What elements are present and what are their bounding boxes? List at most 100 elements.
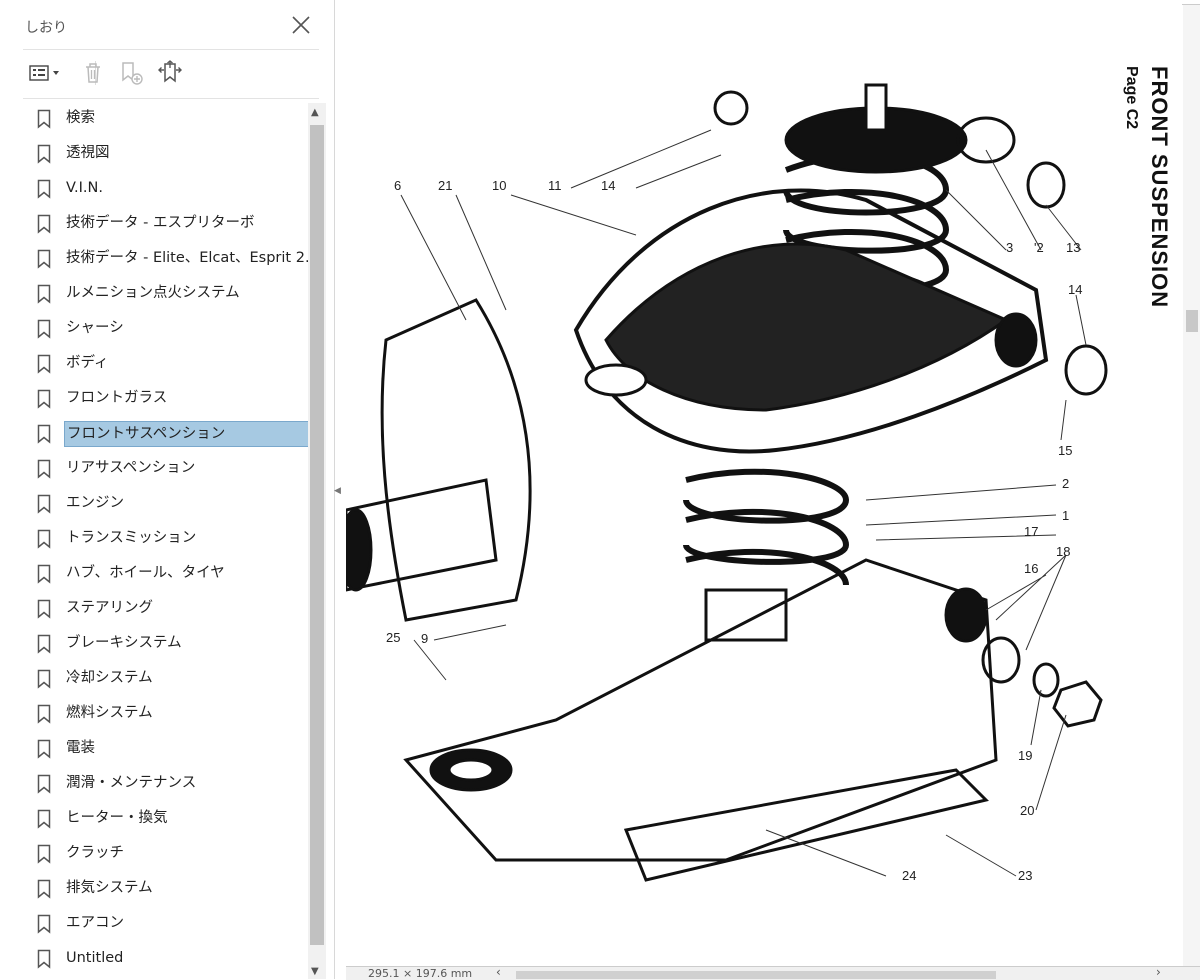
document-page: 6 21 10 11 14 3 '2 13 14 15 2 1 17 18 16… <box>346 0 1182 970</box>
callout-13: 13 <box>1066 240 1080 255</box>
bookmark-label: 燃料システム <box>66 705 153 721</box>
bookmark-label: Untitled <box>66 950 124 966</box>
bookmark-item[interactable]: ステアリング <box>24 593 308 624</box>
bookmark-toolbar <box>25 58 315 88</box>
divider <box>23 98 319 99</box>
trash-icon <box>86 63 100 83</box>
bookmark-expand-icon <box>158 60 182 83</box>
callout-1: 1 <box>1062 508 1069 523</box>
callout-14a: 14 <box>601 178 615 193</box>
bookmark-item[interactable]: リアサスペンション <box>24 453 308 484</box>
list-options-icon <box>29 65 59 81</box>
bookmark-label: ブレーキシステム <box>66 635 182 651</box>
bookmark-item[interactable]: ブレーキシステム <box>24 628 308 659</box>
bookmark-item[interactable]: 検索 <box>24 103 308 134</box>
bookmark-item[interactable]: ヒーター・換気 <box>24 803 308 834</box>
bookmark-icon <box>37 319 51 343</box>
bookmark-item[interactable]: Untitled <box>24 943 308 974</box>
bookmark-label: シャーシ <box>66 320 124 336</box>
bookmark-item[interactable]: フロントサスペンション <box>24 418 308 449</box>
callout-14b: 14 <box>1068 282 1082 297</box>
panel-title: しおり <box>25 20 67 36</box>
bookmark-item[interactable]: ハブ、ホイール、タイヤ <box>24 558 308 589</box>
scroll-right-icon[interactable]: › <box>1156 965 1161 979</box>
bookmark-label: ルメニション点火システム <box>66 285 240 301</box>
expand-bookmark-button[interactable] <box>155 58 185 88</box>
divider <box>23 49 319 50</box>
bookmark-item[interactable]: 冷却システム <box>24 663 308 694</box>
callout-19: 19 <box>1018 748 1032 763</box>
bookmark-item[interactable]: エンジン <box>24 488 308 519</box>
scroll-up-icon[interactable]: ▲ <box>311 107 319 118</box>
bookmark-icon <box>37 529 51 553</box>
bookmark-label: V.I.N. <box>66 180 104 196</box>
delete-button[interactable] <box>81 58 105 88</box>
collapse-panel-icon[interactable]: ◀ <box>334 486 341 496</box>
scroll-left-icon[interactable]: ‹ <box>496 965 501 979</box>
options-menu-button[interactable] <box>25 58 65 88</box>
bookmark-icon <box>37 424 51 448</box>
bookmark-icon <box>37 389 51 413</box>
callout-16: 16 <box>1024 561 1038 576</box>
bookmark-item[interactable]: クラッチ <box>24 838 308 869</box>
scrollbar-thumb[interactable] <box>1186 310 1198 332</box>
close-icon[interactable] <box>290 14 312 36</box>
bookmark-icon <box>37 879 51 903</box>
bookmark-label: 技術データ - エスプリターボ <box>66 215 255 231</box>
callout-2a: '2 <box>1034 240 1044 255</box>
scroll-down-icon[interactable]: ▼ <box>311 966 319 977</box>
bookmark-item[interactable]: V.I.N. <box>24 173 308 204</box>
bookmark-item[interactable]: 潤滑・メンテナンス <box>24 768 308 799</box>
bookmark-scrollbar[interactable]: ▲ ▼ <box>308 103 326 979</box>
bookmark-item[interactable]: 電装 <box>24 733 308 764</box>
bookmark-icon <box>37 354 51 378</box>
bookmark-icon <box>37 599 51 623</box>
callout-2b: 2 <box>1062 476 1069 491</box>
page-size-label: 295.1 × 197.6 mm <box>368 967 473 980</box>
bookmark-label: フロントガラス <box>66 390 168 406</box>
bookmark-item[interactable]: 燃料システム <box>24 698 308 729</box>
bookmark-item[interactable]: シャーシ <box>24 313 308 344</box>
bookmark-label: ステアリング <box>66 600 153 616</box>
bookmark-item[interactable]: 技術データ - Elite、Elcat、Esprit 2.2 <box>24 243 308 274</box>
bookmark-item[interactable]: エアコン <box>24 908 308 939</box>
bookmark-item[interactable]: フロントガラス <box>24 383 308 414</box>
bookmark-label: ハブ、ホイール、タイヤ <box>66 565 225 581</box>
bookmark-label: ボディ <box>66 355 109 371</box>
bookmark-item[interactable]: ルメニション点火システム <box>24 278 308 309</box>
callout-23: 23 <box>1018 868 1032 883</box>
bookmark-item[interactable]: 透視図 <box>24 138 308 169</box>
bookmark-icon <box>37 809 51 833</box>
bookmark-label: クラッチ <box>66 845 124 861</box>
bookmark-label: 技術データ - Elite、Elcat、Esprit 2.2 <box>66 250 308 266</box>
bookmark-item[interactable]: ボディ <box>24 348 308 379</box>
bookmark-icon <box>37 914 51 938</box>
callout-24: 24 <box>902 868 916 883</box>
horizontal-scrollbar-thumb[interactable] <box>516 971 996 979</box>
suspension-exploded-diagram: 6 21 10 11 14 3 '2 13 14 15 2 1 17 18 16… <box>346 83 1108 883</box>
bookmark-label: トランスミッション <box>66 530 197 546</box>
callout-18: 18 <box>1056 544 1070 559</box>
bookmark-item[interactable]: トランスミッション <box>24 523 308 554</box>
bookmark-icon <box>37 564 51 588</box>
document-scrollbar[interactable] <box>1183 5 1200 970</box>
page-heading: FRONT SUSPENSION <box>1147 66 1172 309</box>
bookmark-icon <box>37 214 51 238</box>
callout-17: 17 <box>1024 524 1038 539</box>
bookmark-label: 透視図 <box>66 145 110 161</box>
bookmark-icon <box>37 739 51 763</box>
bookmark-icon <box>37 669 51 693</box>
new-bookmark-button[interactable] <box>118 58 146 88</box>
bookmark-icon <box>37 774 51 798</box>
bookmark-item[interactable]: 排気システム <box>24 873 308 904</box>
bookmark-item[interactable]: 技術データ - エスプリターボ <box>24 208 308 239</box>
bookmark-label: フロントサスペンション <box>64 421 308 447</box>
bookmark-label: 冷却システム <box>66 670 153 686</box>
bookmark-label: ヒーター・換気 <box>66 810 168 826</box>
callout-6: 6 <box>394 178 401 193</box>
bookmark-icon <box>37 459 51 483</box>
status-bar: 295.1 × 197.6 mm ‹ › <box>346 965 1200 980</box>
bookmark-icon <box>37 179 51 203</box>
scrollbar-thumb[interactable] <box>310 125 324 945</box>
bookmark-icon <box>37 949 51 973</box>
